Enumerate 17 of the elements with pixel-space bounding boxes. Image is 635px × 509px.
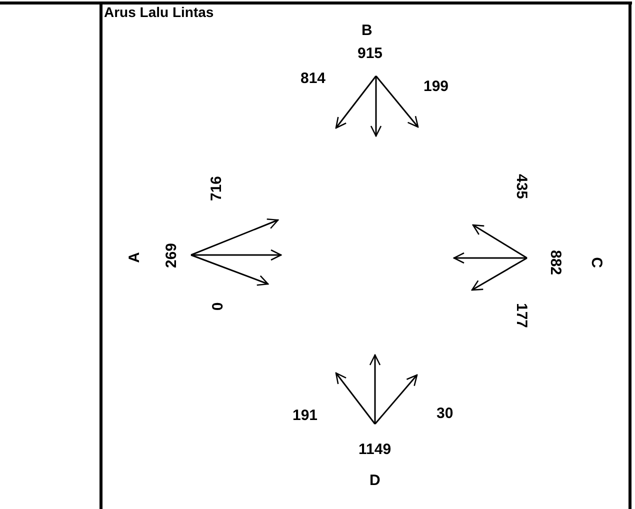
traffic-volume: 30 <box>436 404 454 422</box>
traffic-volume: 191 <box>292 406 318 424</box>
traffic-volume: 0 <box>210 302 227 310</box>
traffic-volume: 199 <box>424 78 449 94</box>
diagram-title: Arus Lalu Lintas <box>104 4 214 21</box>
traffic-volume: 269 <box>162 242 180 268</box>
traffic-volume: 1149 <box>358 440 392 458</box>
traffic-volume: 177 <box>512 302 530 328</box>
approach-label: C <box>587 256 604 268</box>
approach-label: A <box>125 252 142 262</box>
traffic-volume: 882 <box>546 249 564 275</box>
approach-label: D <box>370 472 380 488</box>
approach-label: B <box>362 22 372 38</box>
traffic-volume: 435 <box>512 173 530 199</box>
traffic-volume: 915 <box>358 44 383 62</box>
traffic-volume: 716 <box>208 175 225 201</box>
traffic-volume: 814 <box>300 70 326 86</box>
